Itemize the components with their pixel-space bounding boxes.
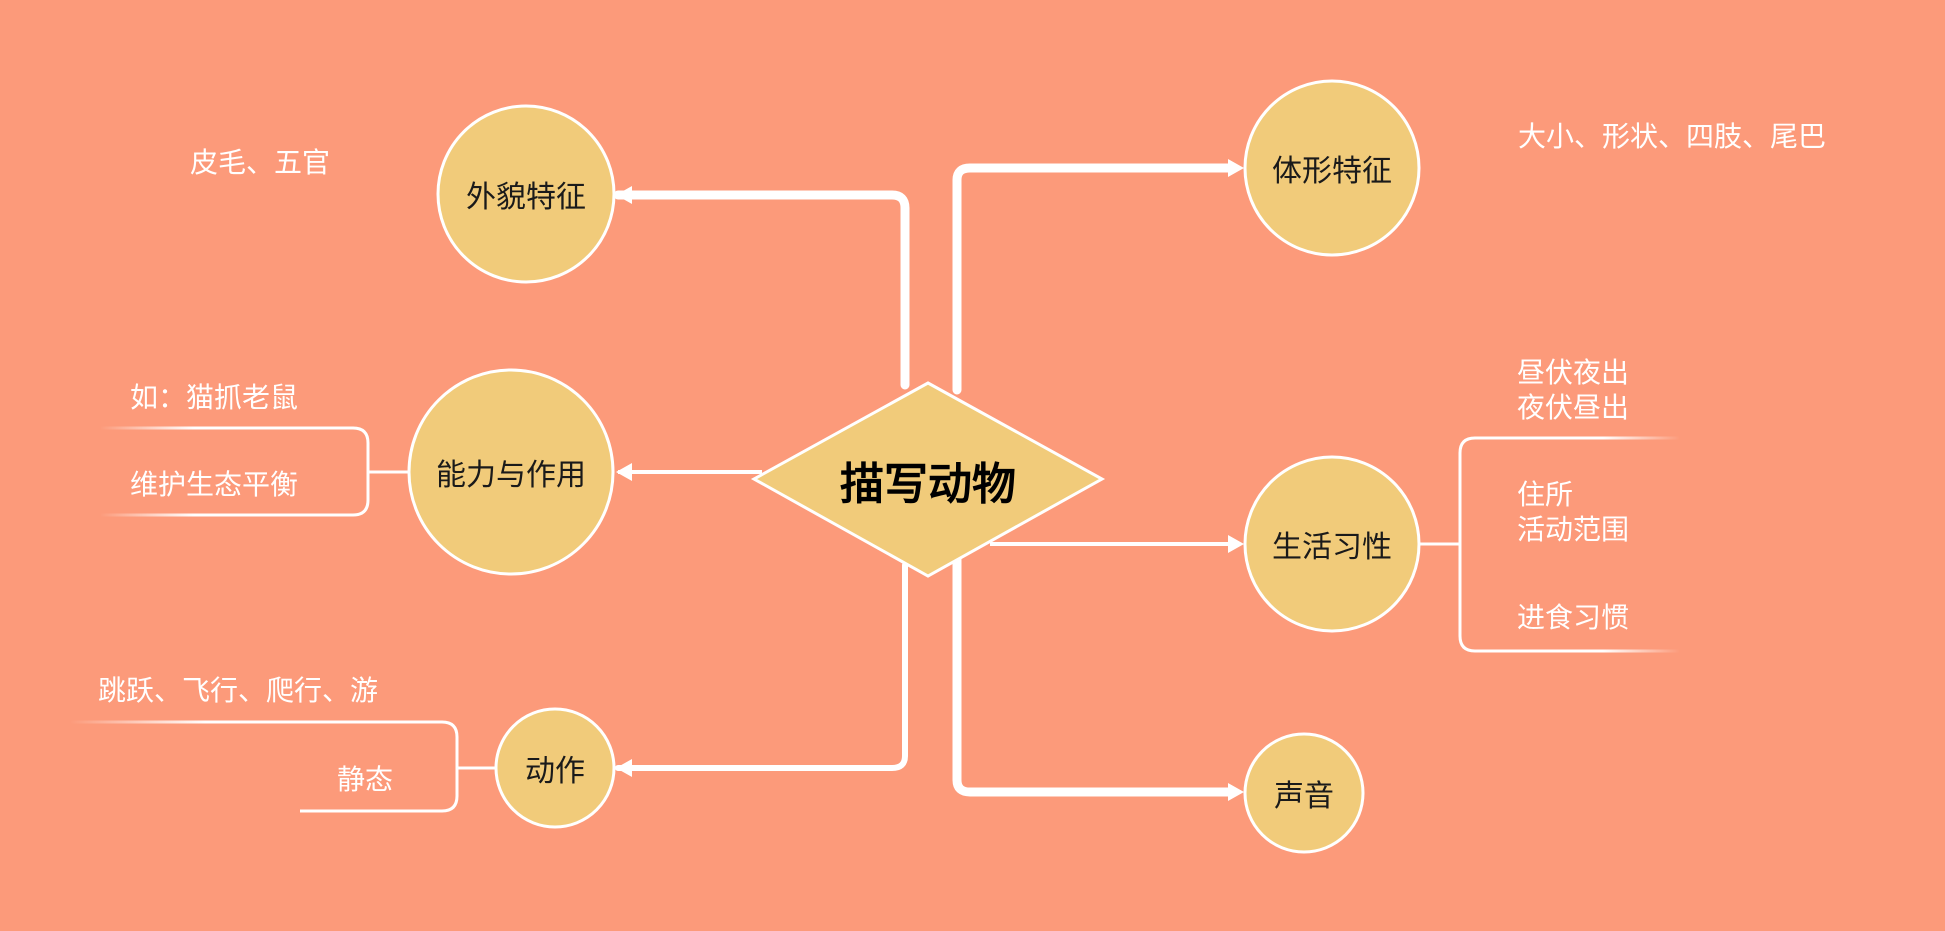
leaf-action-2: 静态	[337, 763, 394, 796]
node-ability	[407, 368, 615, 576]
leaf-habits-1b: 夜伏昼出	[1517, 391, 1630, 424]
node-label-ability: 能力与作用	[436, 458, 586, 493]
node-body-shape	[1243, 79, 1421, 257]
arrow-action	[616, 759, 632, 777]
node-label-body-shape: 体形特征	[1272, 154, 1392, 189]
node-label-action: 动作	[525, 754, 585, 789]
node-sound	[1243, 732, 1365, 854]
trunk-right-bottom	[952, 550, 1237, 797]
leaf-habits-2a: 住所	[1517, 478, 1574, 511]
leaf-ability-1: 如：猫抓老鼠	[130, 381, 299, 414]
arrow-habits	[1228, 535, 1244, 553]
node-label-appearance: 外貌特征	[466, 180, 586, 215]
trunk-right	[952, 163, 1237, 395]
arrow-appearance	[616, 186, 632, 204]
trunk-left-bottom	[615, 562, 908, 771]
arrow-body-shape	[1228, 159, 1244, 177]
arrow-ability	[616, 463, 632, 481]
arrow-sound	[1228, 783, 1244, 801]
leaf-habits-1a: 昼伏夜出	[1517, 356, 1630, 389]
node-habits	[1243, 455, 1421, 633]
leaf-appearance-1: 皮毛、五官	[190, 146, 331, 179]
trunk-left	[613, 190, 910, 390]
leaf-ability-2: 维护生态平衡	[130, 468, 299, 501]
leaf-habits-3: 进食习惯	[1517, 601, 1630, 634]
node-action	[494, 707, 616, 829]
node-label-habits: 生活习性	[1272, 530, 1392, 565]
center-label: 描写动物	[840, 459, 1016, 510]
center-diamond	[750, 381, 1106, 578]
node-appearance	[436, 104, 616, 284]
leaf-habits-2b: 活动范围	[1517, 513, 1630, 546]
bracket-action	[70, 720, 459, 813]
leaf-action-1: 跳跃、飞行、爬行、游	[98, 674, 379, 707]
node-label-sound: 声音	[1274, 779, 1334, 814]
bracket-habits	[1458, 436, 1680, 653]
leaf-body-shape-1: 大小、形状、四肢、尾巴	[1518, 120, 1827, 153]
